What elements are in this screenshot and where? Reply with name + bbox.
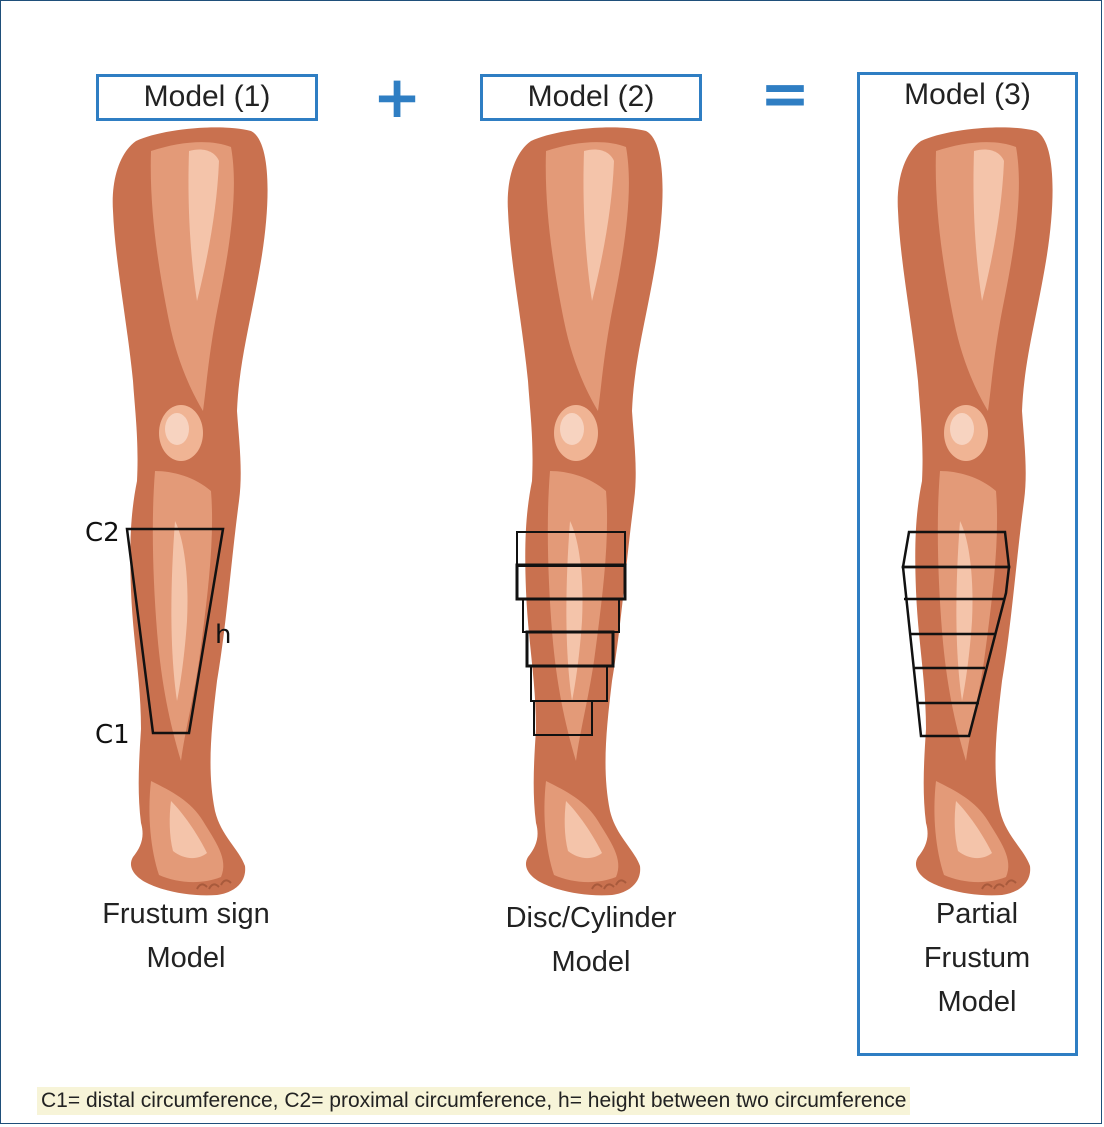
c2-label: C2 xyxy=(85,518,120,548)
model-2-caption: Disc/Cylinder Model xyxy=(481,896,701,984)
leg-1-illustration xyxy=(113,127,268,895)
model-3-caption-line1: Partial xyxy=(867,892,1087,936)
h-label: h xyxy=(215,620,231,650)
legend-text: C1= distal circumference, C2= proximal c… xyxy=(37,1087,910,1115)
model-1-caption-line2: Model xyxy=(76,936,296,980)
model-1-caption: Frustum sign Model xyxy=(76,892,296,980)
model-3-caption: Partial Frustum Model xyxy=(867,892,1087,1024)
model-2-caption-line2: Model xyxy=(481,940,701,984)
model-2-caption-line1: Disc/Cylinder xyxy=(481,896,701,940)
leg-3-illustration xyxy=(898,127,1053,895)
model-3-caption-line3: Model xyxy=(867,980,1087,1024)
leg-2-illustration xyxy=(508,127,663,895)
c1-label: C1 xyxy=(95,720,130,750)
model-3-caption-line2: Frustum xyxy=(867,936,1087,980)
model-1-caption-line1: Frustum sign xyxy=(76,892,296,936)
